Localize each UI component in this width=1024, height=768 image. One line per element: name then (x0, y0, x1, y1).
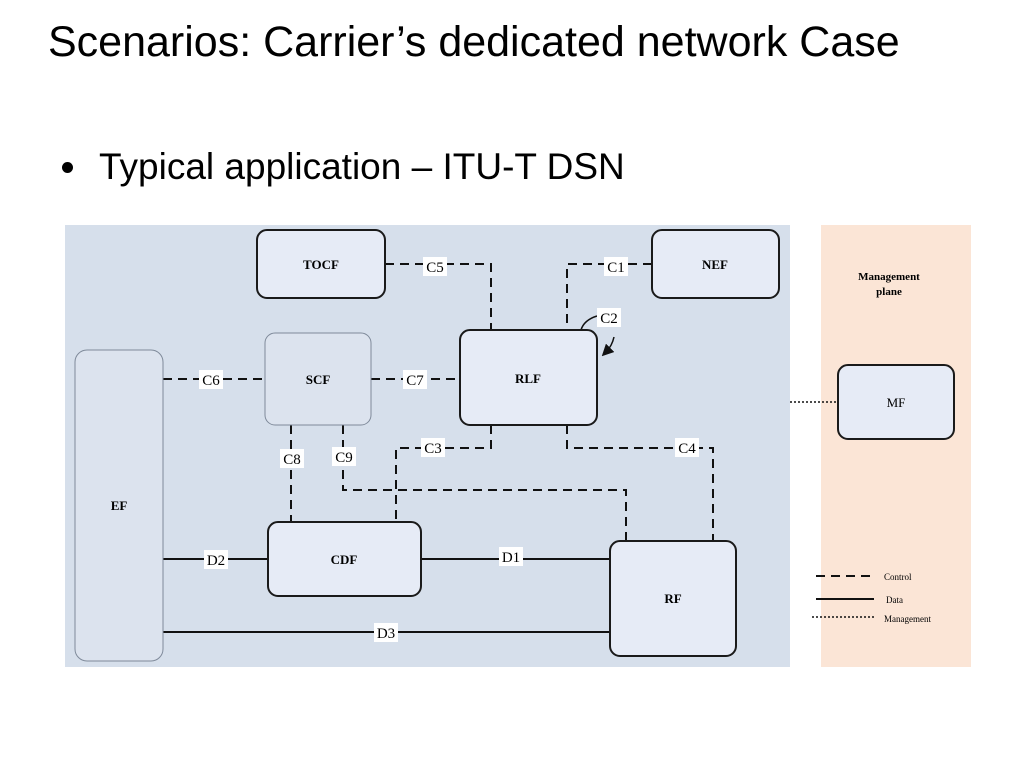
node-rlf: RLF (459, 329, 598, 426)
edge-label-c2: C2 (600, 311, 618, 327)
node-cdf: CDF (267, 521, 422, 597)
node-nef-label: NEF (702, 257, 728, 272)
edge-label-c4: C4 (678, 441, 696, 457)
edge-label-c1: C1 (607, 260, 625, 276)
node-rlf-label: RLF (515, 371, 541, 386)
slide-title: Scenarios: Carrier’s dedicated network C… (48, 18, 900, 66)
node-ef: EF (74, 349, 164, 662)
edge-label-d2: D2 (207, 553, 225, 569)
management-plane-label-line2: plane (876, 286, 902, 298)
edge-labels: C5 C1 C2 C6 C7 C3 C4 C8 C9 D2 D1 D3 (199, 257, 699, 642)
c4-control-line (566, 425, 714, 541)
edge-label-d1: D1 (502, 550, 520, 566)
c5-control-line (385, 263, 492, 330)
edge-label-c7: C7 (406, 373, 424, 389)
node-tocf-label: TOCF (303, 257, 339, 272)
node-mf-label: MF (887, 395, 906, 410)
node-ef-label: EF (111, 498, 128, 513)
bullet-text: Typical application – ITU-T DSN (99, 146, 625, 187)
legend: Control Data Management (812, 572, 931, 624)
edge-label-c8: C8 (283, 452, 301, 468)
c2-arrow (580, 315, 615, 352)
node-rf: RF (609, 540, 737, 657)
edge-label-c6: C6 (202, 373, 220, 389)
management-plane-label-line1: Management (858, 271, 920, 283)
legend-management-label: Management (884, 614, 931, 624)
edge-label-c5: C5 (426, 260, 444, 276)
node-mf: MF (837, 364, 955, 440)
node-rf-label: RF (664, 591, 681, 606)
edge-label-d3: D3 (377, 626, 395, 642)
legend-control-label: Control (884, 572, 912, 582)
node-scf-label: SCF (306, 372, 331, 387)
legend-data-label: Data (886, 595, 903, 605)
c1-control-line (566, 263, 652, 330)
management-plane-panel (821, 225, 971, 667)
node-nef: NEF (651, 229, 780, 299)
edge-label-c3: C3 (424, 441, 442, 457)
node-cdf-label: CDF (331, 552, 358, 567)
edge-label-c9: C9 (335, 450, 353, 466)
bullet-item: Typical application – ITU-T DSN (62, 142, 625, 192)
node-scf: SCF (264, 332, 372, 426)
bullet-dot-icon (62, 161, 73, 173)
node-tocf: TOCF (256, 229, 386, 299)
c3-control-line (395, 425, 492, 522)
